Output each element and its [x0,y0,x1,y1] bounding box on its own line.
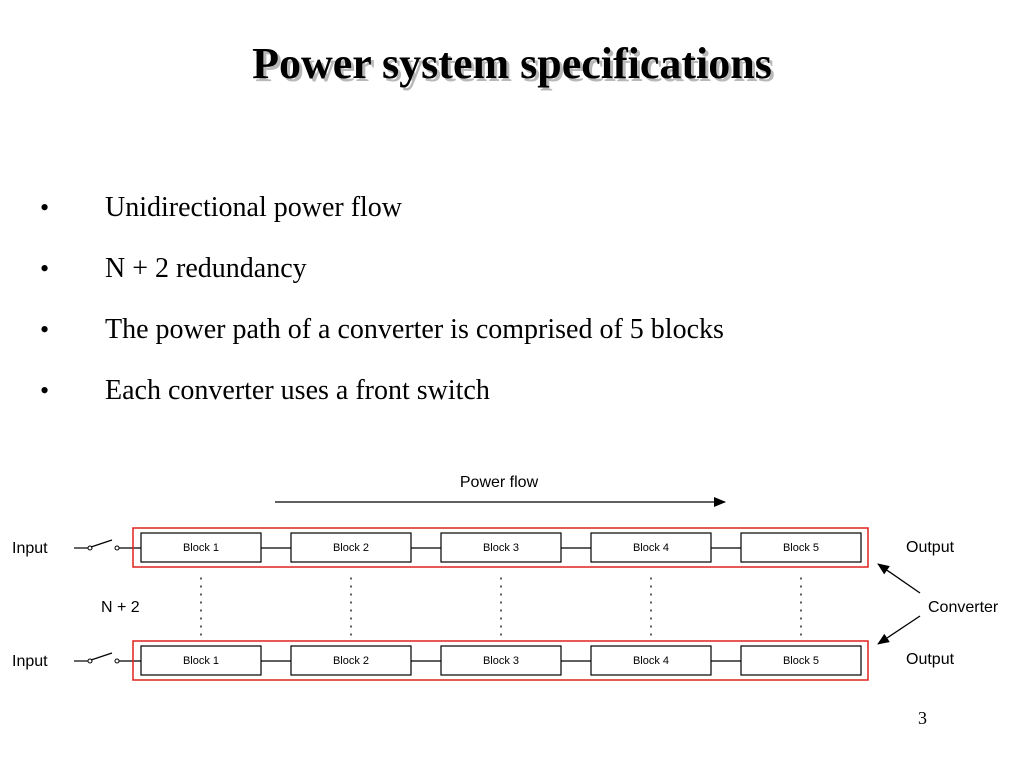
bullet-item: • The power path of a converter is compri… [40,308,724,369]
bullet-dot: • [40,376,50,405]
bullet-dot: • [40,315,50,344]
block-label: Block 5 [783,542,819,554]
block: Block 4 [590,645,712,676]
block-label: Block 3 [483,655,519,667]
converter-label: Converter [928,599,999,616]
bullet-item: • Each converter uses a front switch [40,369,724,430]
block-label: Block 1 [183,542,219,554]
block: Block 2 [290,532,412,563]
bullet-item: • N + 2 redundancy [40,247,724,308]
block: Block 1 [140,645,262,676]
bullet-dot: • [40,193,50,222]
power-flow-label: Power flow [460,474,539,491]
converter-arrow-up [877,563,921,594]
block-label: Block 2 [333,655,369,667]
block-label: Block 4 [633,655,669,667]
bullet-item: • Unidirectional power flow [40,186,724,247]
block: Block 1 [140,532,262,563]
block: Block 3 [440,532,562,563]
converter-arrow-down [877,615,921,645]
page-number: 3 [918,708,927,728]
slide-title: Power system specifications [252,39,772,88]
bullet-text: The power path of a converter is compris… [105,314,724,345]
redundancy-label: N + 2 [101,599,140,616]
bullet-text: Unidirectional power flow [105,192,403,223]
block-label: Block 1 [183,655,219,667]
input-label: Input [12,653,48,670]
bullet-dot: • [40,254,50,283]
block-label: Block 2 [333,542,369,554]
converter-row-1: Input Block 1 Block 2 Block 3 Block 4 [12,527,955,568]
converter-outline [132,640,869,681]
block-label: Block 4 [633,542,669,554]
block: Block 5 [740,532,862,563]
converter-outline [132,527,869,568]
bullet-text: Each converter uses a front switch [105,375,490,406]
output-label: Output [906,539,955,556]
block-label: Block 5 [783,655,819,667]
block: Block 5 [740,645,862,676]
block-label: Block 3 [483,542,519,554]
input-label: Input [12,540,48,557]
front-switch-icon [74,652,141,664]
bullet-text: N + 2 redundancy [105,253,307,284]
block: Block 2 [290,645,412,676]
bullet-list: • Unidirectional power flow • N + 2 redund… [40,186,724,430]
converter-row-2: Input Block 1 Block 2 Block 3 Block 4 [12,640,955,681]
output-label: Output [906,651,955,668]
redundancy-dots [200,577,802,637]
block: Block 3 [440,645,562,676]
block: Block 4 [590,532,712,563]
front-switch-icon [74,539,141,551]
